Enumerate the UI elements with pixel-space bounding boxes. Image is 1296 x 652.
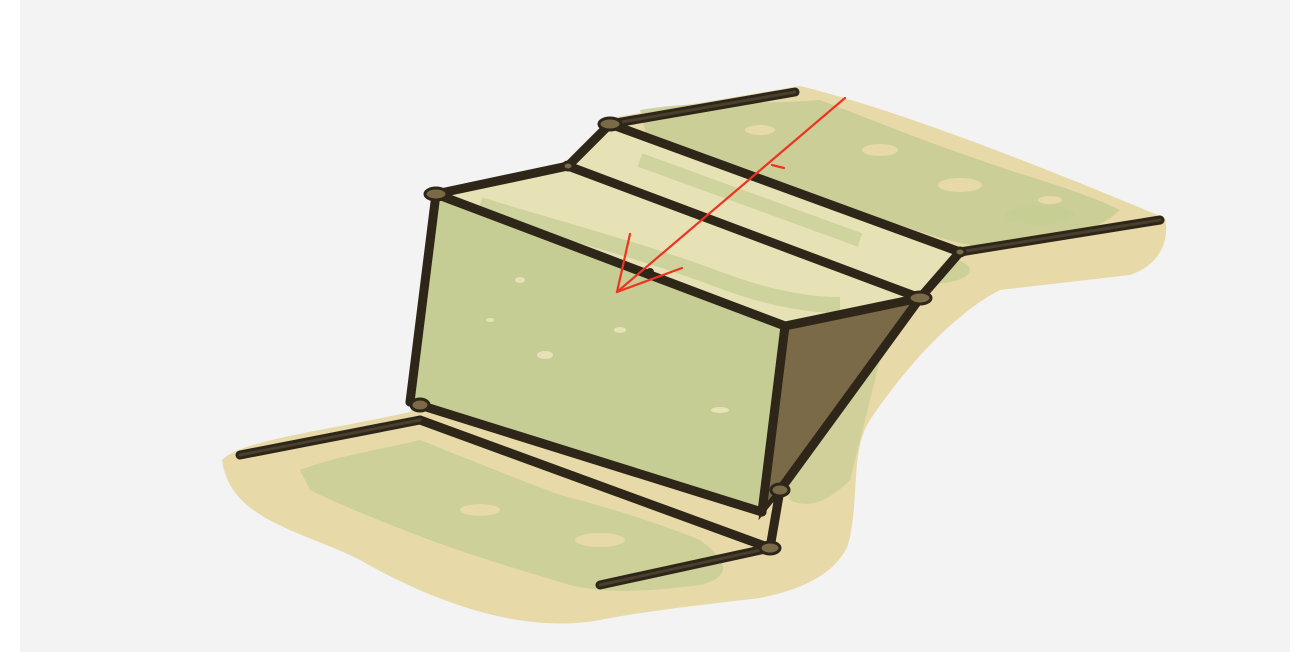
edge-hole [646,268,654,276]
figure-canvas [20,0,1290,652]
box-structure-illustration [20,0,1290,652]
